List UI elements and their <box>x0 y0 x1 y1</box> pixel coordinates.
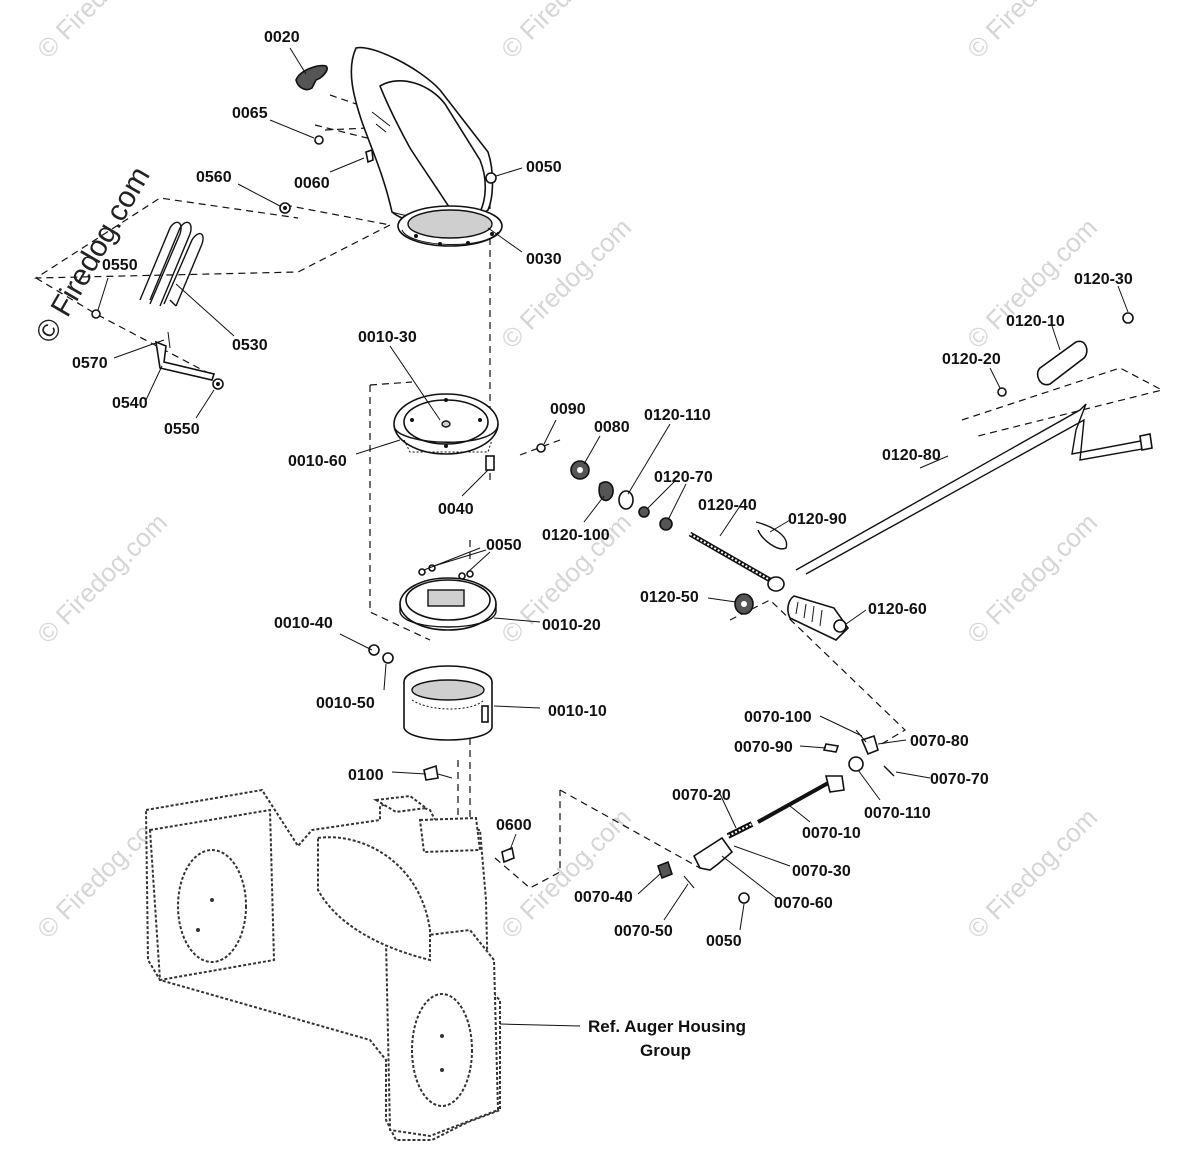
label-0010-30: 0010-30 <box>358 329 417 346</box>
ref-auger-housing-line2: Group <box>640 1041 691 1060</box>
label-0050-mid: 0050 <box>486 537 522 554</box>
label-0600: 0600 <box>496 817 532 834</box>
label-0530: 0530 <box>232 337 268 354</box>
label-0070-110: 0070-110 <box>864 805 931 822</box>
label-0120-10: 0120-10 <box>1006 313 1065 330</box>
watermark: © Firedog.com <box>495 212 637 354</box>
label-0120-110: 0120-110 <box>644 407 711 424</box>
crank-assembly <box>536 312 1153 641</box>
label-0010-20: 0010-20 <box>542 617 601 634</box>
label-0120-70: 0120-70 <box>654 469 713 486</box>
label-0010-10: 0010-10 <box>548 703 607 720</box>
watermark: © Firedog.com <box>961 0 1103 64</box>
label-0550-top: 0550 <box>102 257 138 274</box>
label-0010-50: 0010-50 <box>316 695 375 712</box>
label-0570: 0570 <box>72 355 108 372</box>
chute-knob <box>295 64 328 91</box>
watermark: © Firedog.com <box>31 507 173 649</box>
ref-auger-housing-line1: Ref. Auger Housing <box>588 1017 746 1036</box>
watermark: © Firedog.com <box>495 0 637 64</box>
cable-assembly <box>657 729 895 904</box>
label-0070-30: 0070-30 <box>792 863 851 880</box>
label-0040: 0040 <box>438 501 474 518</box>
label-0090: 0090 <box>550 401 586 418</box>
label-0120-50: 0120-50 <box>640 589 699 606</box>
label-0060: 0060 <box>294 175 330 192</box>
leader-lines <box>97 47 1129 931</box>
label-0120-90: 0120-90 <box>788 511 847 528</box>
label-0050-top: 0050 <box>526 159 562 176</box>
label-0120-60: 0120-60 <box>868 601 927 618</box>
gear-housing <box>368 644 493 741</box>
label-0560: 0560 <box>196 169 232 186</box>
leader-dashed-lines <box>33 94 1164 889</box>
label-0065: 0065 <box>232 105 268 122</box>
watermark: © Firedog.com <box>31 0 173 64</box>
label-0120-80: 0120-80 <box>882 447 941 464</box>
deflector-bracket <box>91 309 224 390</box>
label-0070-90: 0070-90 <box>734 739 793 756</box>
chute-rotation-ring <box>393 393 499 471</box>
label-0100: 0100 <box>348 767 384 784</box>
label-0550: 0550 <box>164 421 200 438</box>
label-0120-20: 0120-20 <box>942 351 1001 368</box>
auger-housing <box>144 788 581 1141</box>
label-0070-10: 0070-10 <box>802 825 861 842</box>
label-0070-70: 0070-70 <box>930 771 989 788</box>
watermark-large: © Firedog.com <box>29 161 156 348</box>
label-0020: 0020 <box>264 29 300 46</box>
label-0080: 0080 <box>594 419 630 436</box>
label-0070-100: 0070-100 <box>744 709 812 726</box>
discharge-chute <box>350 46 503 247</box>
label-0120-40: 0120-40 <box>698 497 757 514</box>
part-labels: 0020 0065 0060 0560 0050 0030 0550 0530 … <box>72 29 1133 1060</box>
label-0030: 0030 <box>526 251 562 268</box>
label-0070-20: 0070-20 <box>672 787 731 804</box>
label-0010-40: 0010-40 <box>274 615 333 632</box>
label-0050-bot: 0050 <box>706 933 742 950</box>
ring-base-plate <box>399 564 497 631</box>
watermark: © Firedog.com <box>961 507 1103 649</box>
label-0070-80: 0070-80 <box>910 733 969 750</box>
label-0120-100: 0120-100 <box>542 527 610 544</box>
small-hardware <box>279 135 497 214</box>
label-0010-60: 0010-60 <box>288 453 347 470</box>
watermark: © Firedog.com <box>961 802 1103 944</box>
label-0070-50: 0070-50 <box>614 923 673 940</box>
label-0070-40: 0070-40 <box>574 889 633 906</box>
label-0070-60: 0070-60 <box>774 895 833 912</box>
mount-bolts <box>423 764 515 864</box>
label-0540: 0540 <box>112 395 148 412</box>
chute-deflector-rod <box>139 221 204 307</box>
label-0120-30: 0120-30 <box>1074 271 1133 288</box>
